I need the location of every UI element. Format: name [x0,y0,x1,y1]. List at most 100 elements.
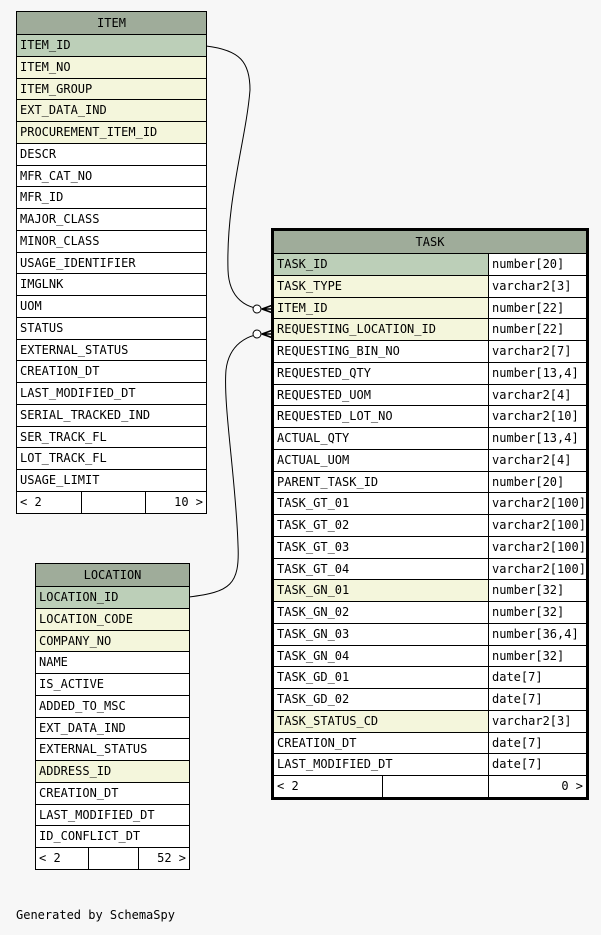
location-children-count[interactable]: 52 > [138,848,189,869]
task-column-name[interactable]: REQUESTED_LOT_NO [277,409,393,424]
item-column-name[interactable]: ITEM_ID [17,35,206,56]
location-column-row[interactable]: LAST_MODIFIED_DT [36,805,189,827]
location-column-row[interactable]: ADDED_TO_MSC [36,696,189,718]
item-column-row[interactable]: ITEM_ID [17,35,206,57]
location-column-name[interactable]: ADDRESS_ID [36,761,189,782]
task-column-name[interactable]: TASK_ID [274,254,488,275]
item-column-name[interactable]: USAGE_IDENTIFIER [20,255,136,270]
item-column-name[interactable]: USAGE_LIMIT [20,473,100,487]
item-column-name[interactable]: PROCUREMENT_ITEM_ID [17,122,206,143]
location-column-row[interactable]: NAME [36,652,189,674]
location-column-row[interactable]: CREATION_DT [36,783,189,805]
location-column-row[interactable]: COMPANY_NO [36,630,189,653]
item-column-row[interactable]: MFR_ID [17,187,206,209]
task-column-name[interactable]: TASK_GD_01 [277,670,350,685]
item-column-row[interactable]: PROCUREMENT_ITEM_ID [17,122,206,144]
item-column-name[interactable]: CREATION_DT [20,364,100,379]
task-column-name[interactable]: REQUESTING_BIN_NO [277,344,400,358]
task-column-name[interactable]: TASK_GT_04 [277,561,350,576]
location-column-name[interactable]: CREATION_DT [39,785,119,800]
task-column-name[interactable]: TASK_GN_01 [274,580,488,601]
item-column-row[interactable]: EXT_DATA_IND [17,100,206,122]
item-column-row[interactable]: USAGE_LIMIT [17,470,206,492]
item-column-name[interactable]: SER_TRACK_FL [20,429,107,444]
item-column-name[interactable]: MINOR_CLASS [20,233,100,248]
item-column-row[interactable]: USAGE_IDENTIFIER [17,253,206,275]
location-column-name[interactable]: EXTERNAL_STATUS [39,742,148,757]
item-column-row[interactable]: MAJOR_CLASS [17,209,206,231]
item-column-name[interactable]: MFR_CAT_NO [20,168,93,183]
item-column-name[interactable]: MAJOR_CLASS [20,212,100,226]
item-column-row[interactable]: SER_TRACK_FL [17,427,206,449]
item-column-name[interactable]: STATUS [20,320,64,335]
task-column-name[interactable]: TASK_GT_03 [277,539,350,554]
item-column-row[interactable]: ITEM_NO [17,56,206,79]
location-column-name[interactable]: LAST_MODIFIED_DT [39,807,155,822]
item-column-name[interactable]: MFR_ID [20,190,64,205]
item-column-row[interactable]: STATUS [17,318,206,340]
item-column-row[interactable]: SERIAL_TRACKED_IND [17,405,206,427]
item-column-row[interactable]: ITEM_GROUP [17,78,206,101]
task-column-name[interactable]: TASK_GT_01 [277,496,350,511]
task-column-name[interactable]: PARENT_TASK_ID [277,474,379,489]
item-column-row[interactable]: DESCR [17,144,206,166]
item-column-row[interactable]: MINOR_CLASS [17,231,206,253]
location-column-row[interactable]: EXTERNAL_STATUS [36,739,189,761]
location-column-name[interactable]: LOCATION_CODE [36,608,189,630]
task-column-name[interactable]: ITEM_ID [274,297,488,319]
item-column-row[interactable]: LOT_TRACK_FL [17,448,206,470]
location-column-row[interactable]: LOCATION_CODE [36,608,189,631]
item-column-name[interactable]: ITEM_GROUP [17,78,206,100]
item-column-name[interactable]: IMGLNK [20,277,64,292]
item-column-row[interactable]: CREATION_DT [17,361,206,383]
location-column-name[interactable]: EXT_DATA_IND [39,720,126,735]
task-column-name[interactable]: REQUESTED_UOM [277,387,371,402]
location-column-name[interactable]: ID_CONFLICT_DT [39,829,141,844]
item-parents-count[interactable]: < 2 [20,494,42,509]
task-column-name[interactable]: TASK_GN_04 [277,648,350,663]
task-column-name[interactable]: TASK_STATUS_CD [274,710,488,732]
location-column-row[interactable]: EXT_DATA_IND [36,718,189,740]
task-column-name[interactable]: TASK_GD_02 [277,692,350,706]
item-children-count[interactable]: 10 > [145,491,206,513]
location-column-row[interactable]: IS_ACTIVE [36,674,189,696]
task-children-count[interactable]: 0 > [488,776,586,797]
item-column-name[interactable]: DESCR [20,146,57,161]
task-column-name[interactable]: TASK_GT_02 [277,518,350,532]
item-column-row[interactable]: MFR_CAT_NO [17,166,206,188]
location-column-row[interactable]: ID_CONFLICT_DT [36,826,189,848]
task-column-name[interactable]: TASK_GN_03 [277,626,350,641]
location-column-name[interactable]: COMPANY_NO [36,630,189,652]
task-column-name[interactable]: ACTUAL_UOM [277,452,350,467]
item-column-name[interactable]: EXT_DATA_IND [17,100,206,121]
task-column-name[interactable]: TASK_TYPE [274,275,488,297]
item-column-name[interactable]: LOT_TRACK_FL [20,451,107,466]
task-column-name[interactable]: CREATION_DT [277,735,357,750]
location-column-name[interactable]: IS_ACTIVE [39,677,105,691]
location-column-name[interactable]: LOCATION_ID [36,587,189,608]
item-column-row[interactable]: EXTERNAL_STATUS [17,340,206,362]
location-column-name[interactable]: ADDED_TO_MSC [39,698,126,713]
location-column-row[interactable]: LOCATION_ID [36,587,189,609]
item-column-row[interactable]: IMGLNK [17,274,206,296]
item-column-name[interactable]: ITEM_NO [17,56,206,78]
